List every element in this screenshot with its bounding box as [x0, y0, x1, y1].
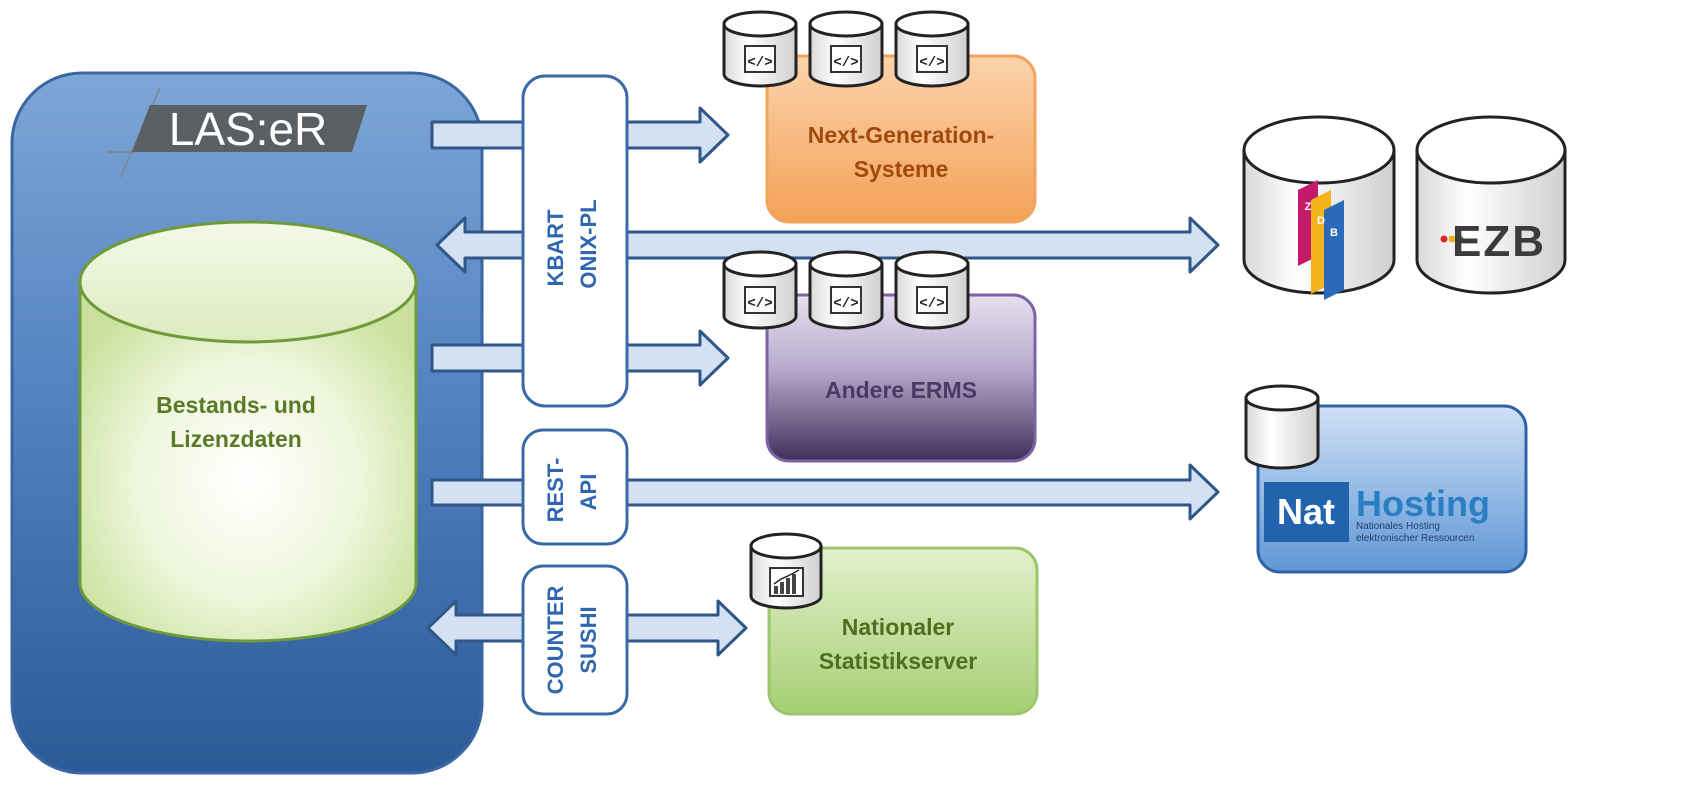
code-icon: </>	[744, 45, 776, 73]
svg-text:</>: </>	[747, 296, 772, 312]
svg-text:</>: </>	[747, 55, 772, 71]
nathosting-sub1: Nationales Hosting	[1356, 521, 1440, 532]
zdb-logo: Z D B	[1298, 180, 1344, 300]
kbart-label: KBART	[543, 209, 568, 287]
nextgen-label-line1: Next-Generation-	[808, 122, 995, 148]
nextgen-db-3: </>	[894, 10, 970, 88]
nextgen-db-2: </>	[808, 10, 884, 88]
svg-text:</>: </>	[833, 55, 858, 71]
laser-logo: LAS:eR	[108, 87, 367, 179]
erms-db-1: </>	[722, 250, 798, 330]
ezb-logo-text: EZB	[1452, 217, 1546, 266]
interface-box-rest-api: REST- API	[521, 428, 629, 546]
central-db-label-line1: Bestands- und	[156, 392, 316, 418]
erms-db-3: </>	[894, 250, 970, 330]
central-db-label-line2: Lizenzdaten	[170, 426, 302, 452]
arrow-bidirectional-zdb-ezb	[435, 216, 1220, 274]
nathosting-sub2: elektronischer Ressourcen	[1356, 533, 1474, 544]
erms-label: Andere ERMS	[825, 377, 977, 403]
onix-label: ONIX-PL	[576, 199, 601, 288]
svg-text:</>: </>	[833, 296, 858, 312]
nextgen-label-line2: Systeme	[854, 156, 949, 182]
code-icon: </>	[744, 286, 776, 314]
ezb-logo: EZB	[1440, 217, 1546, 266]
sushi-label: SUSHI	[576, 606, 601, 673]
svg-text:</>: </>	[919, 55, 944, 71]
nathosting-db	[1244, 384, 1320, 470]
code-icon: </>	[916, 45, 948, 73]
svg-text:</>: </>	[919, 296, 944, 312]
ezb-database: EZB	[1415, 115, 1567, 295]
bar-chart-icon	[769, 567, 804, 597]
interface-box-counter-sushi: COUNTER SUSHI	[521, 564, 629, 716]
zdb-letter-d: D	[1317, 215, 1325, 227]
zdb-letter-b: B	[1330, 227, 1338, 239]
statistik-db	[749, 532, 823, 610]
code-icon: </>	[830, 45, 862, 73]
nathosting-nat: Nat	[1277, 491, 1335, 532]
statistik-label-line1: Nationaler	[842, 614, 955, 640]
nextgen-box: Next-Generation- Systeme	[765, 54, 1037, 224]
code-icon: </>	[916, 286, 948, 314]
interface-box-kbart-onix: KBART ONIX-PL	[521, 74, 629, 408]
code-icon: </>	[830, 286, 862, 314]
api-label: API	[576, 474, 601, 511]
statistik-label-line2: Statistikserver	[819, 648, 978, 674]
nextgen-db-1: </>	[722, 10, 798, 88]
rest-label: REST-	[543, 458, 568, 523]
laser-logo-text: LAS:eR	[169, 103, 328, 155]
zdb-letter-z: Z	[1305, 201, 1312, 213]
nathosting-logo: Nat Hosting Nationales Hosting elektroni…	[1264, 482, 1490, 544]
central-database: Bestands- und Lizenzdaten	[78, 220, 418, 643]
erms-db-2: </>	[808, 250, 884, 330]
statistik-box: Nationaler Statistikserver	[767, 546, 1039, 716]
nathosting-hosting: Hosting	[1356, 483, 1490, 524]
zdb-database: Z D B	[1242, 115, 1396, 300]
counter-label: COUNTER	[543, 586, 568, 695]
